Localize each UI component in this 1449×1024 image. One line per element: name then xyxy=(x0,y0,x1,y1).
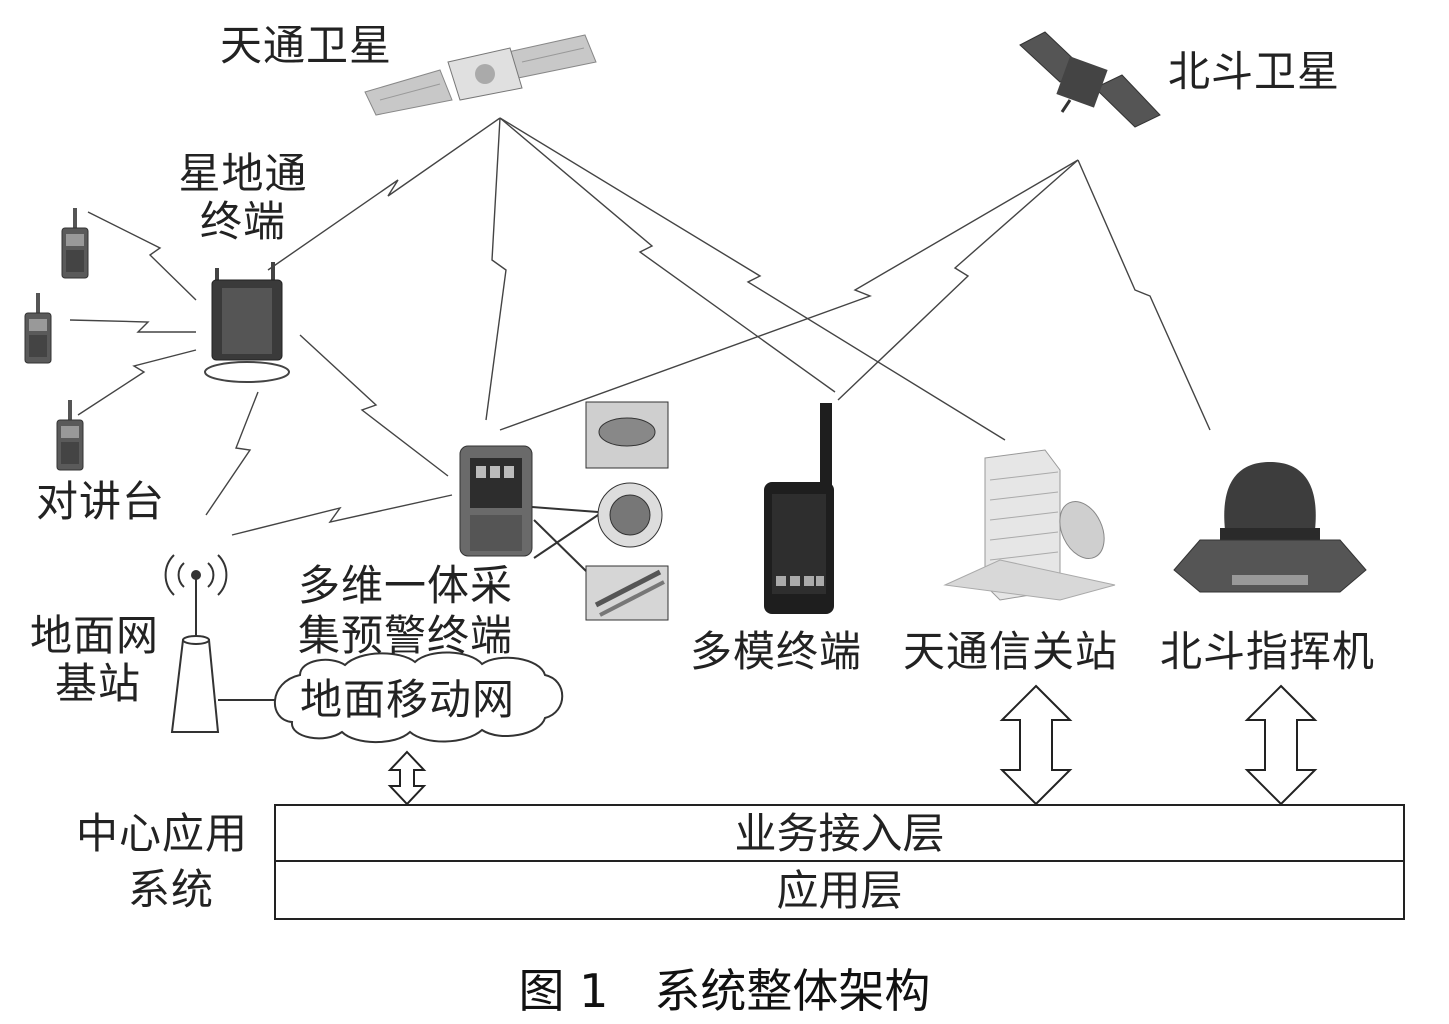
sensor-icons xyxy=(531,401,669,621)
gateway-to-center-arrow xyxy=(999,684,1073,806)
application-layer-box: 应用层 xyxy=(274,860,1405,920)
walkie-talkie-label: 对讲台 xyxy=(36,477,166,526)
multidim-terminal-label-line2: 集预警终端 xyxy=(298,611,514,660)
cloud-to-center-arrow xyxy=(387,750,427,806)
multimode-terminal-icon xyxy=(764,403,834,614)
beidou-satellite-label: 北斗卫星 xyxy=(1168,47,1341,96)
satellite-ground-terminal-label-line2: 终端 xyxy=(199,197,286,246)
center-system-label-line2: 系统 xyxy=(128,865,215,914)
walkie-talkie-icon xyxy=(24,207,89,471)
multidim-terminal-icon xyxy=(459,445,533,557)
center-system-label-line1: 中心应用 xyxy=(76,809,249,858)
tiantong-gateway-label: 天通信关站 xyxy=(903,627,1119,676)
tiantong-satellite-label: 天通卫星 xyxy=(220,21,393,70)
multidim-terminal-label-line1: 多维一体采 xyxy=(298,561,514,610)
access-layer-box: 业务接入层 xyxy=(274,804,1405,862)
beidou-satellite-icon xyxy=(1019,31,1161,128)
gateway-building-icon xyxy=(943,449,1116,601)
figure-caption: 图 1 系统整体架构 xyxy=(518,964,931,1018)
satellite-links xyxy=(69,117,1211,536)
beidou-commander-label: 北斗指挥机 xyxy=(1160,627,1376,676)
base-station-icon xyxy=(164,554,282,733)
ground-mobile-network-cloud xyxy=(274,651,564,744)
commander-to-center-arrow xyxy=(1244,684,1318,806)
satellite-ground-terminal-icon xyxy=(204,262,290,383)
multimode-terminal-label: 多模终端 xyxy=(690,627,863,676)
satellite-ground-terminal-label-line1: 星地通 xyxy=(178,149,308,198)
access-layer-label: 业务接入层 xyxy=(734,809,945,858)
application-layer-label: 应用层 xyxy=(776,866,903,915)
beidou-commander-icon xyxy=(1173,462,1367,593)
tiantong-satellite-icon xyxy=(364,34,597,116)
base-station-label-line1: 地面网 xyxy=(30,611,160,660)
ground-mobile-network-label: 地面移动网 xyxy=(300,675,516,724)
base-station-label-line2: 基站 xyxy=(55,659,142,708)
